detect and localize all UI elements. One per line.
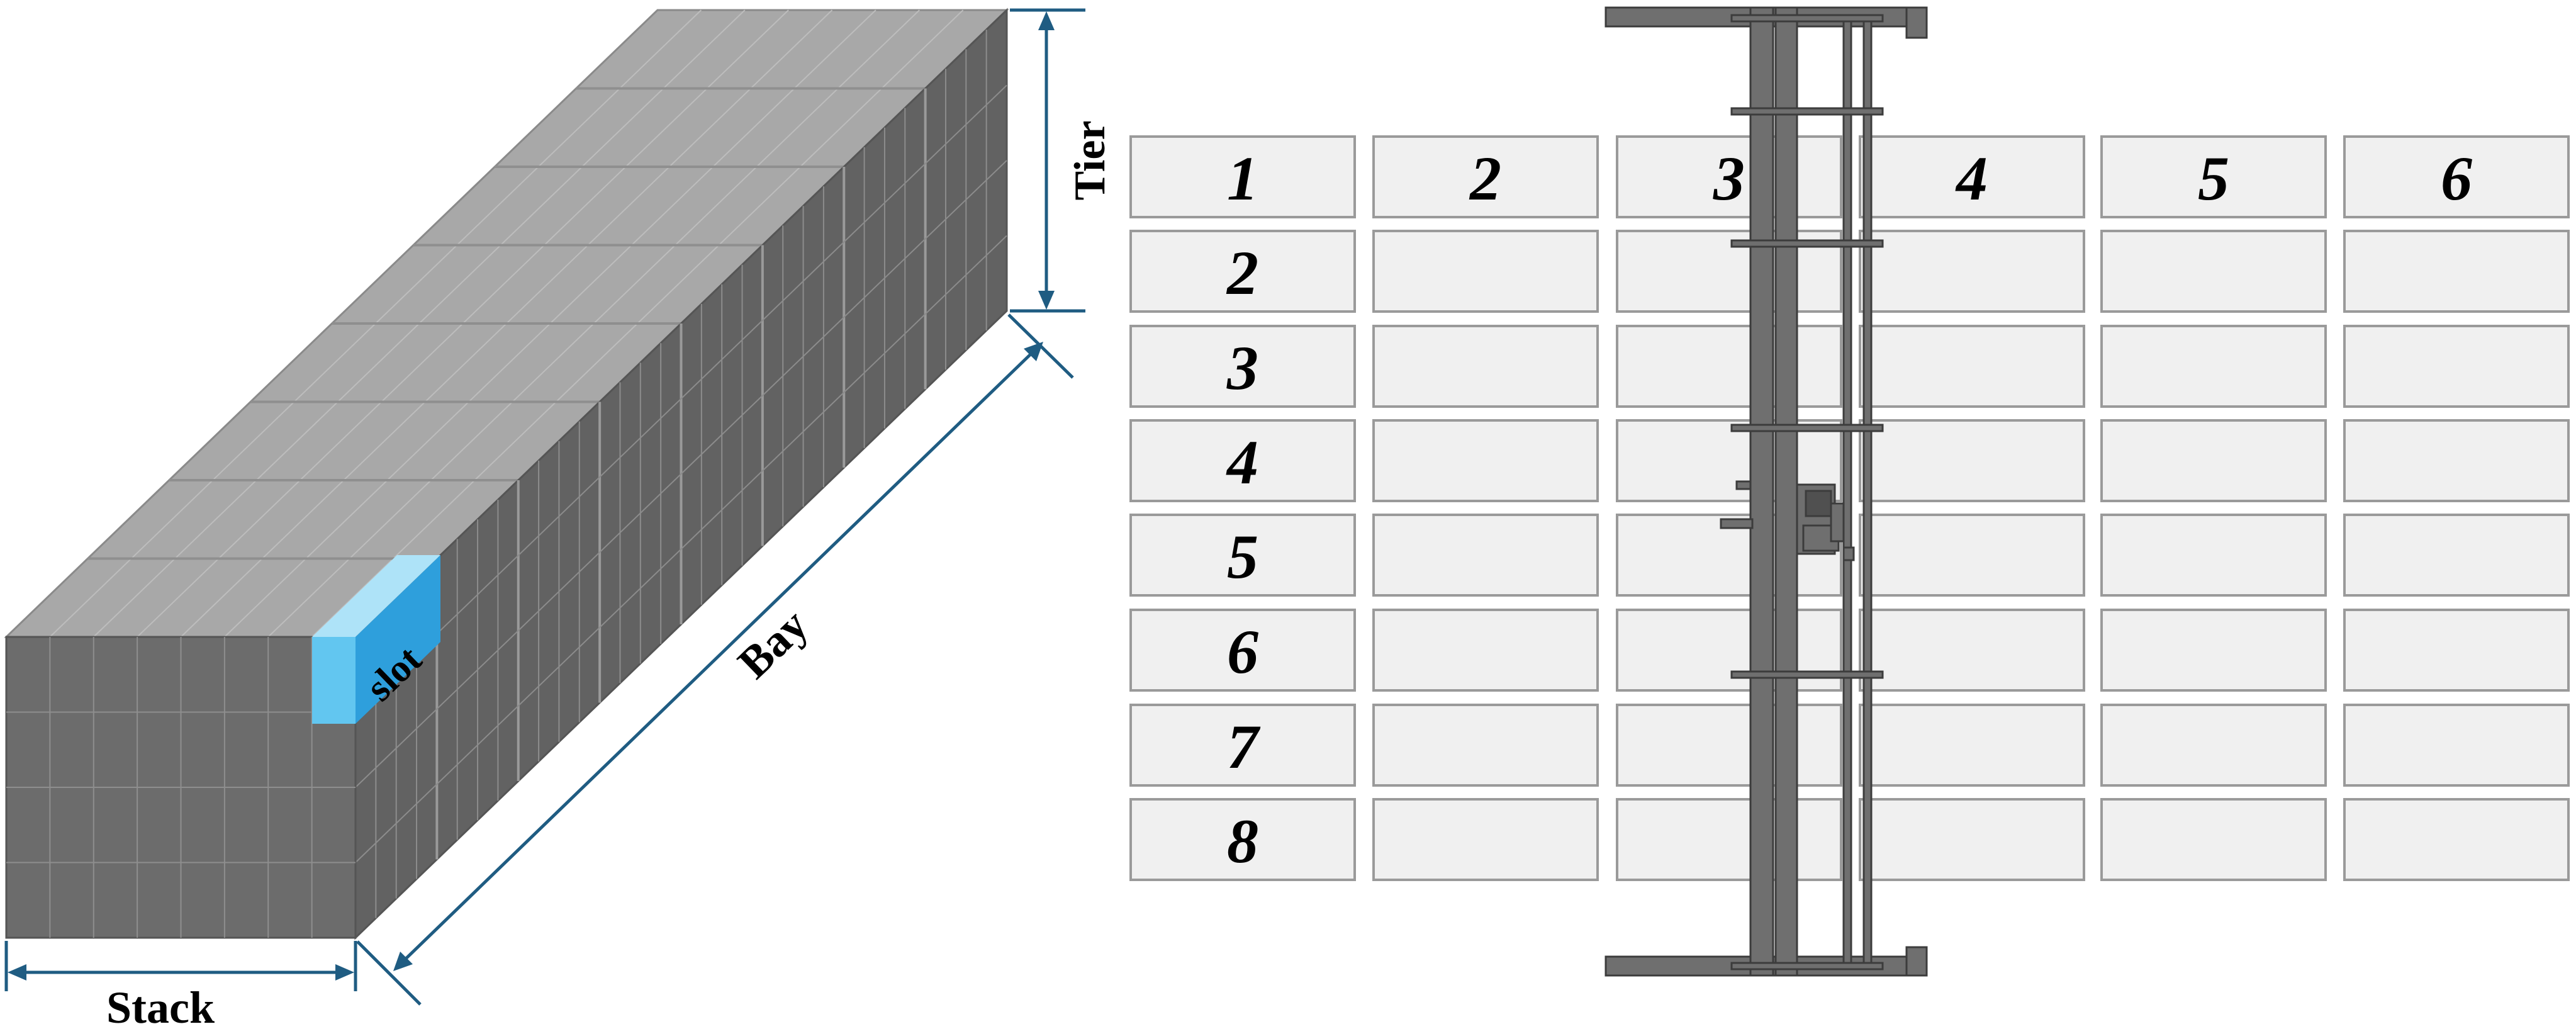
crane-main-rail-left xyxy=(1749,6,1774,977)
tier-dimension xyxy=(1010,8,1085,313)
container-block: slot xyxy=(4,8,1009,940)
bay-dimension xyxy=(356,313,1074,1006)
crane-thin-rail-b xyxy=(1862,14,1873,970)
tier-label: Tier xyxy=(1066,120,1114,200)
grid-cell xyxy=(1129,609,1356,692)
top-face-grid xyxy=(49,9,964,638)
grid-cell xyxy=(1616,798,1842,881)
grid-cell xyxy=(1616,135,1842,218)
grid-cell xyxy=(1372,609,1599,692)
column-number-1: 1 xyxy=(1227,143,1258,213)
grid-cell xyxy=(1859,230,2085,313)
grid-cell xyxy=(2100,325,2327,408)
grid-cell xyxy=(1616,704,1842,787)
grid-labels: 1 2 3 4 5 6 2 3 4 5 6 7 8 xyxy=(1226,143,2472,876)
grid-cell xyxy=(2343,325,2570,408)
slot-top xyxy=(312,555,440,637)
bay-label: Bay xyxy=(728,599,817,688)
grid-cell xyxy=(2343,419,2570,502)
grid-cell xyxy=(1129,135,1356,218)
row-number-2: 2 xyxy=(1226,238,1258,308)
slot-front xyxy=(312,637,356,724)
grid-cell xyxy=(1372,798,1599,881)
row-number-5: 5 xyxy=(1227,522,1258,592)
grid-cell xyxy=(1372,514,1599,597)
grid-cell xyxy=(1129,230,1356,313)
grid-cell xyxy=(2343,798,2570,881)
grid-cell xyxy=(2100,798,2327,881)
grid-cell xyxy=(1859,135,2085,218)
grid-cell xyxy=(1129,325,1356,408)
grid-cell xyxy=(1859,798,2085,881)
stack-dimension xyxy=(4,941,357,991)
grid-cell xyxy=(1372,230,1599,313)
grid-cell xyxy=(1372,704,1599,787)
column-number-6: 6 xyxy=(2441,143,2472,213)
slot-side xyxy=(356,555,440,724)
grid-cell xyxy=(1616,325,1842,408)
column-number-3: 3 xyxy=(1713,143,1745,213)
grid-cell xyxy=(1129,704,1356,787)
grid-cell xyxy=(2100,230,2327,313)
row-number-7: 7 xyxy=(1227,712,1261,782)
grid-cell xyxy=(1859,325,2085,408)
yard-grid xyxy=(1129,135,2570,881)
grid-cell xyxy=(1859,514,2085,597)
row-number-8: 8 xyxy=(1227,806,1258,876)
grid-cell xyxy=(1372,419,1599,502)
grid-cell xyxy=(2100,704,2327,787)
grid-cell xyxy=(1372,135,1599,218)
grid-cell xyxy=(2343,514,2570,597)
stack-label: Stack xyxy=(106,982,215,1029)
grid-cell xyxy=(2343,609,2570,692)
gantry-crane xyxy=(1604,6,1928,977)
grid-cell xyxy=(1129,419,1356,502)
column-number-5: 5 xyxy=(2198,143,2229,213)
grid-cell xyxy=(1372,325,1599,408)
row-number-3: 3 xyxy=(1226,333,1258,403)
grid-cell xyxy=(2343,135,2570,218)
grid-cell xyxy=(1859,419,2085,502)
grid-cell xyxy=(2343,704,2570,787)
side-face-grid xyxy=(355,30,1007,918)
grid-cell xyxy=(1859,609,2085,692)
row-number-4: 4 xyxy=(1226,427,1258,497)
grid-cell xyxy=(2343,230,2570,313)
grid-cell xyxy=(1129,798,1356,881)
row-number-6: 6 xyxy=(1227,617,1258,687)
grid-cell xyxy=(2100,609,2327,692)
column-number-4: 4 xyxy=(1955,143,1988,213)
grid-cell xyxy=(1859,704,2085,787)
grid-cell xyxy=(2100,135,2327,218)
grid-cell xyxy=(2100,514,2327,597)
grid-cell xyxy=(1129,514,1356,597)
crane-trolley xyxy=(1720,480,1855,561)
column-number-2: 2 xyxy=(1469,143,1501,213)
grid-cell xyxy=(2100,419,2327,502)
crane-thin-rail-a xyxy=(1842,14,1852,970)
crane-main-rail-right xyxy=(1774,6,1798,977)
front-face-grid xyxy=(6,637,356,938)
